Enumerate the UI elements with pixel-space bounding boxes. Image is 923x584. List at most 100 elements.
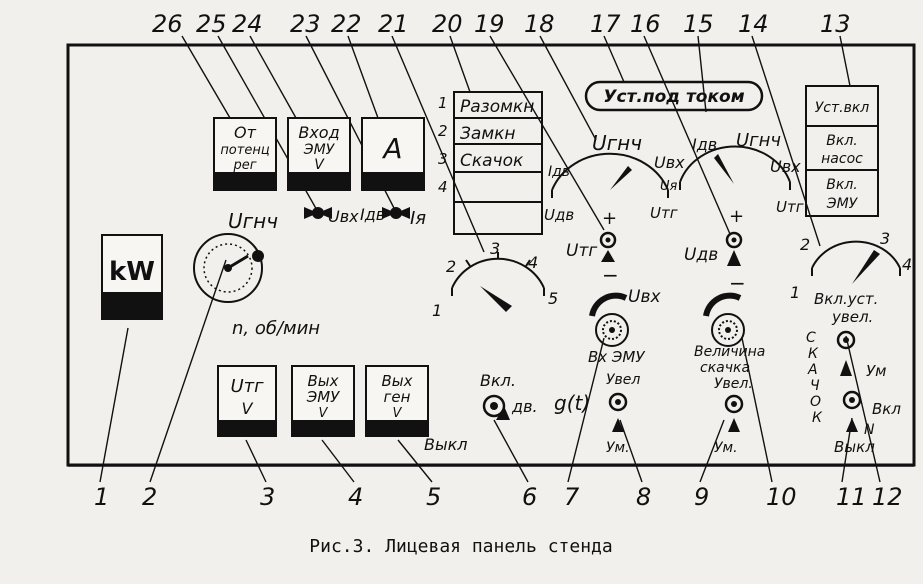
svg-text:С: С: [806, 330, 816, 346]
ust-under-current-box: Уст.под током: [584, 80, 764, 112]
right-button-stack: Уст.вкл Вкл. насос Вкл. ЭМУ: [805, 85, 879, 217]
toggle-switch-voltage[interactable]: [304, 207, 332, 219]
tachometer-label: n, об/мин: [232, 318, 320, 339]
selector-pointer[interactable]: [480, 286, 512, 312]
right-meter-jack[interactable]: [725, 231, 743, 266]
gt-uvel-label: Увел: [606, 372, 640, 388]
input-selector-switches: Uгнч Uвх Iдв Iя: [228, 205, 426, 233]
callout-15: 15: [683, 10, 714, 38]
label-ugnch: Uгнч: [228, 209, 278, 233]
mode-num-3: 3: [438, 150, 448, 168]
callout-18: 18: [524, 10, 555, 38]
callout-8: 8: [636, 483, 651, 511]
meter-emu-out-line2: ЭМУ: [306, 388, 340, 406]
cm-top-label: Uгнч: [592, 131, 642, 155]
btn-pump-line2: насос: [821, 151, 863, 167]
mode-num-1: 1: [438, 94, 448, 112]
cm-minus: −: [602, 263, 619, 287]
meter-pot-line3: рег: [232, 158, 256, 173]
mode-selector-table: Разомкн Замкн Скачок 1 2 3 4 Uдв: [438, 91, 574, 235]
figure-caption: Рис.3. Лицевая панель стенда: [309, 536, 612, 557]
callout-20: 20: [432, 10, 463, 38]
callout-23: 23: [290, 10, 321, 38]
rscale-label1: Вкл.уст.: [814, 290, 878, 308]
mode-num-2: 2: [438, 122, 448, 140]
jump-jack[interactable]: Увел. Ум.: [714, 376, 753, 456]
right-scale-pointer[interactable]: [852, 250, 880, 284]
callout-11: 11: [836, 483, 867, 511]
motor-dv-label: дв.: [511, 397, 538, 416]
mode-num-4: 4: [438, 178, 448, 196]
toggle-switch-current[interactable]: [382, 207, 410, 219]
motor-switch[interactable]: Вкл. дв. Выкл: [424, 371, 538, 454]
center-meter-jack[interactable]: [599, 231, 617, 262]
tachometer: n, об/мин: [193, 233, 320, 339]
mode-closed[interactable]: Замкн: [460, 124, 516, 144]
btn-unit-on-label: Уст.вкл: [815, 100, 870, 116]
center-meter: Uгнч Iдв Uвх Uя Uтг + − Uтг: [548, 131, 685, 287]
rj-off-label: Выкл: [834, 438, 875, 456]
button-emu-on[interactable]: Вкл. ЭМУ: [826, 177, 859, 212]
jj-um-label: Ум.: [714, 440, 738, 456]
right-jack-lower[interactable]: Вкл N Выкл: [834, 390, 901, 456]
meter-pot-line1: От: [234, 123, 257, 142]
top-callout-numbers: 26 25 24 23 22 21 20 19 18 17 16 15 14 1…: [152, 10, 851, 38]
motor-off-label: Выкл: [424, 435, 468, 454]
label-idv: Iдв: [360, 205, 385, 224]
meter-gen-line3: V: [393, 406, 403, 421]
right-jack-upper[interactable]: Ум: [836, 330, 886, 380]
mode-open[interactable]: Разомкн: [460, 97, 534, 117]
meter-utg-line2: V: [242, 399, 254, 418]
rscale-label2: увел.: [831, 308, 873, 326]
uvx-knob[interactable]: Uвх Вх ЭМУ: [588, 287, 661, 366]
scale-3: 3: [490, 239, 500, 258]
callout-22: 22: [331, 10, 362, 38]
bottom-callout-numbers: 1 2 3 4 5 6 7 8 9 10 11 12: [94, 483, 903, 511]
uvx-knob-label: Uвх: [628, 287, 661, 307]
right-scale: 1 2 3 4 Вкл.уст. увел.: [790, 229, 912, 326]
rm-plus: +: [729, 206, 744, 227]
callout-5: 5: [426, 483, 441, 511]
jump-size-knob[interactable]: Величина скачка: [694, 292, 765, 376]
gt-label: g(t): [554, 391, 590, 415]
button-unit-on[interactable]: Уст.вкл: [815, 100, 870, 116]
meter-emu-input: Вход ЭМУ V: [287, 117, 351, 191]
scale-5: 5: [548, 289, 558, 308]
rm-jack-label: Uдв: [684, 245, 718, 265]
meter-ammeter: A: [361, 117, 425, 191]
gt-um-label: Ум.: [606, 440, 630, 456]
svg-text:К: К: [812, 410, 823, 426]
top-leader-lines: [181, 35, 851, 253]
scale-2: 2: [446, 257, 456, 276]
panel-frame: [66, 43, 916, 467]
rscale-2: 2: [800, 235, 810, 254]
center-meter-needle: [610, 166, 632, 190]
ust-box-label: Уст.под током: [603, 87, 744, 107]
uvx-knob-sub: Вх ЭМУ: [588, 348, 645, 366]
meter-emu-output: Вых ЭМУ V: [291, 365, 355, 437]
label-iya: Iя: [410, 208, 426, 229]
meter-pot-line2: потенц: [220, 143, 270, 158]
kw-meter: kW: [101, 234, 163, 320]
callout-3: 3: [260, 483, 275, 511]
jump-vertical-label: С К А Ч О К: [806, 330, 823, 426]
jump-knob-label2: скачка: [700, 360, 750, 376]
button-pump-on[interactable]: Вкл. насос: [821, 133, 863, 167]
rm-right-label: Uвх: [770, 157, 801, 176]
callout-4: 4: [348, 483, 363, 511]
cm-plus: +: [602, 208, 617, 229]
callout-1: 1: [94, 483, 109, 511]
right-meter: Iдв Uгнч Uвх Uтг + − Uдв: [679, 130, 804, 295]
gt-jack[interactable]: g(t) Увел Ум.: [554, 372, 640, 456]
btn-pump-line1: Вкл.: [826, 133, 857, 149]
callout-9: 9: [694, 483, 709, 511]
scale-4: 4: [528, 253, 538, 272]
mode-step[interactable]: Скачок: [460, 151, 524, 171]
rm-minus: −: [729, 271, 746, 295]
cm-right-label: Uвх: [654, 153, 685, 172]
jj-uvel-label: Увел.: [714, 376, 753, 392]
btn-emu-line2: ЭМУ: [826, 196, 859, 212]
jump-knob-label1: Величина: [694, 344, 765, 360]
callout-17: 17: [590, 10, 621, 38]
